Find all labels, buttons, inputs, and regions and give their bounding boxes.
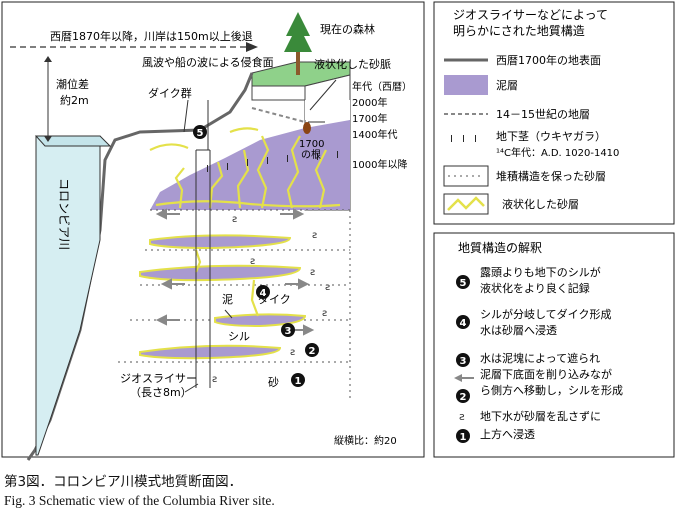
svg-text:2: 2 — [460, 392, 467, 403]
era-1000: 1000年以降 — [352, 158, 407, 171]
interp-marker-4: 4 — [456, 315, 470, 329]
erosion-label: 風波や船の波による侵食面 — [142, 55, 274, 69]
legend-item-6: 液状化した砂層 — [502, 197, 579, 211]
river-label: コロンビア川 — [57, 178, 71, 250]
svg-text:4: 4 — [260, 288, 267, 299]
legend-title-1: ジオスライサーなどによって — [453, 8, 608, 22]
svg-text:I: I — [336, 150, 339, 161]
interp-marker-1: 1 — [456, 429, 470, 443]
layer-14c-dashed — [251, 107, 306, 123]
svg-text:2: 2 — [309, 346, 316, 357]
forest-label: 現在の森林 — [320, 22, 375, 36]
svg-text:I: I — [474, 134, 477, 145]
interp-3-line2: 泥層下底面を削り込みなが — [480, 367, 612, 381]
interp-4-line2: 水は砂層へ浸透 — [480, 324, 557, 337]
cross-section-diagram: 西暦1870年以降，川岸は150m以上後退 現在の森林 コロンビア川 潮位差 約… — [1, 1, 675, 461]
marker-1: 1 — [291, 373, 305, 387]
legend-item-4: 地下茎（ウキヤガラ） — [496, 130, 606, 143]
interp-marker-2: 2 — [456, 389, 470, 403]
caption-en: Fig. 3 Schematic view of the Columbia Ri… — [4, 493, 275, 508]
root-label-year: 1700 — [299, 139, 324, 150]
era-2000: 2000年 — [352, 96, 387, 109]
svg-text:ƨ: ƨ — [250, 256, 255, 267]
lateral-flow-arrows — [155, 208, 315, 336]
era-1400: 1400年代 — [352, 128, 397, 141]
mud-label: 泥 — [222, 293, 233, 306]
rhizome-marks: I I I I I I I — [206, 150, 339, 175]
svg-text:1: 1 — [460, 432, 467, 443]
svg-text:I: I — [226, 162, 229, 173]
legend-item-3: 14－15世紀の地層 — [496, 108, 590, 121]
river-block-front — [35, 135, 101, 456]
interp-3-line1: 水は泥塊によって遮られ — [480, 351, 600, 365]
sand-label: 砂 — [268, 376, 279, 389]
root-1700-icon — [303, 122, 311, 134]
interpretation-title: 地質構造の解釈 — [458, 240, 542, 255]
svg-text:I: I — [266, 156, 269, 167]
retreat-label: 西暦1870年以降，川岸は150m以上後退 — [50, 29, 253, 43]
svg-text:I: I — [206, 164, 209, 175]
interp-1-line2: 上方へ浸透 — [480, 427, 535, 441]
svg-text:ƨ: ƨ — [312, 230, 317, 241]
legend-item-2: 泥層 — [496, 79, 518, 92]
svg-text:5: 5 — [460, 278, 467, 289]
svg-text:コロンビア川: コロンビア川 — [57, 178, 71, 250]
interp-arrow-icon — [454, 374, 474, 382]
legend-item-4-sub: ¹⁴C年代：A.D. 1020-1410 — [496, 146, 619, 159]
svg-text:ƨ: ƨ — [322, 308, 327, 319]
upflow-markers: ƨƨ ƨƨ ƨƨ ƨƨ — [212, 214, 330, 385]
liquefied-vein-label: 液状化した砂脈 — [314, 57, 391, 71]
geoslicer-length: （長さ8m） — [130, 386, 192, 399]
tree-icon — [284, 12, 312, 75]
mud-layer-upper — [150, 120, 350, 210]
interp-marker-3: 3 — [456, 353, 470, 367]
tide-value: 約2m — [60, 93, 89, 107]
era-1700: 1700年 — [352, 112, 387, 125]
svg-text:I: I — [286, 154, 289, 165]
tide-label: 潮位差 — [56, 77, 89, 91]
caption-jp: 第3図．コロンビア川模式地質断面図． — [4, 474, 243, 490]
dike-group-label: ダイク群 — [148, 86, 192, 100]
svg-text:4: 4 — [460, 318, 467, 329]
marker-3: 3 — [281, 323, 295, 337]
legend-item-5: 堆積構造を保った砂層 — [496, 169, 606, 183]
svg-text:3: 3 — [460, 356, 467, 367]
svg-text:I: I — [316, 152, 319, 163]
legend-title-2: 明らかにされた地質構造 — [453, 23, 585, 38]
svg-text:5: 5 — [197, 128, 204, 139]
marker-4: 4 — [256, 285, 270, 299]
svg-text:ƨ: ƨ — [290, 347, 295, 358]
svg-text:ƨ: ƨ — [232, 214, 237, 225]
river-block-top — [34, 135, 112, 147]
svg-text:ƨ: ƨ — [212, 374, 217, 385]
svg-text:3: 3 — [285, 326, 292, 337]
root-label: の根 — [301, 148, 321, 161]
interp-1-line1: 地下水が砂層を乱さずに — [480, 409, 601, 423]
svg-text:1: 1 — [295, 376, 302, 387]
marker-2: 2 — [305, 343, 319, 357]
interp-5-line1: 露頭よりも地下のシルが — [480, 265, 601, 279]
legend-mud-swatch — [444, 75, 488, 95]
svg-text:I: I — [462, 134, 465, 145]
interp-upflow-icon: ƨ — [459, 410, 465, 423]
sill-label: シル — [228, 330, 250, 343]
svg-text:I: I — [450, 134, 453, 145]
block-front — [251, 85, 306, 101]
svg-text:ƨ: ƨ — [310, 267, 315, 278]
scale-label: 縦横比：約20 — [334, 434, 397, 447]
svg-text:I: I — [246, 158, 249, 169]
marker-5: 5 — [193, 125, 207, 139]
legend-item-1: 西暦1700年の地表面 — [496, 53, 601, 67]
interpretation-box — [433, 232, 675, 458]
interp-5-line2: 液状化をより良く記録 — [480, 281, 590, 295]
geoslicer-label: ジオスライサー — [120, 372, 197, 385]
era-header: 年代（西暦） — [352, 80, 412, 93]
interp-3-line3: ら側方へ移動し，シルを形成 — [480, 383, 623, 397]
liquefied-veins — [149, 127, 341, 317]
interp-4-line1: シルが分岐してダイク形成 — [480, 307, 611, 321]
interp-marker-5: 5 — [456, 275, 470, 289]
svg-text:ƨ: ƨ — [325, 282, 330, 293]
